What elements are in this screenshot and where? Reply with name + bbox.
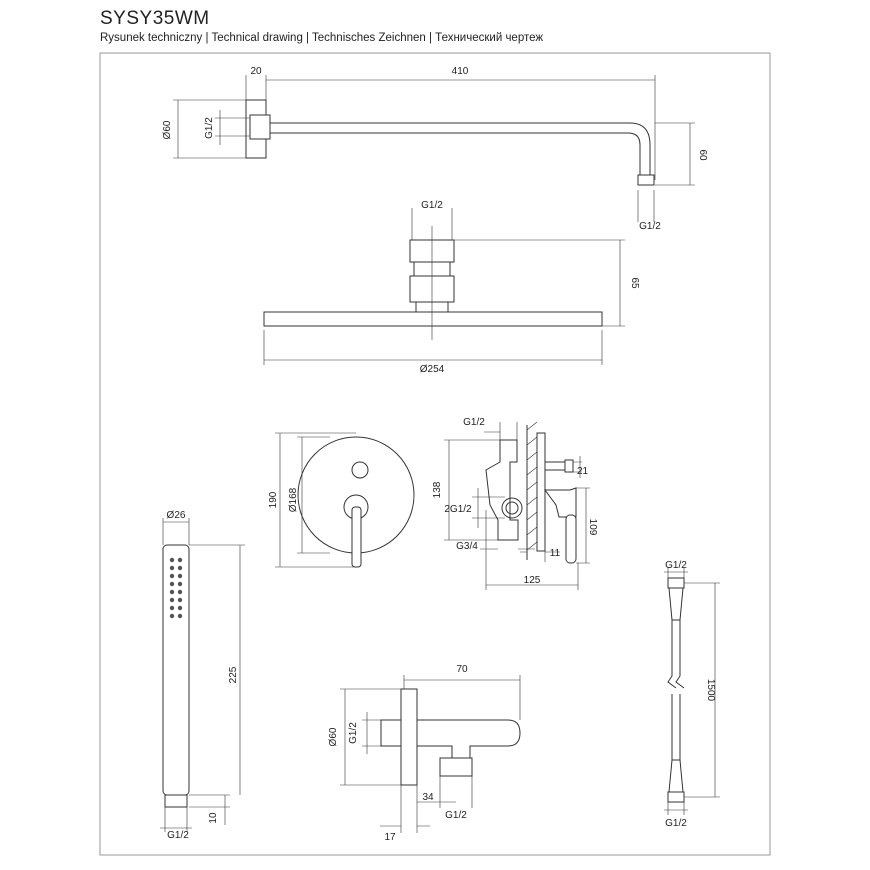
dim-head-height: 65 <box>629 277 640 289</box>
dim-outlet-outlet: G1/2 <box>445 810 467 821</box>
head-shower: G1/2 65 Ø254 <box>263 200 640 375</box>
dim-plate-diameter: Ø168 <box>288 487 299 512</box>
drawing-subtitle: Rysunek techniczny | Technical drawing |… <box>100 32 544 44</box>
drawing-frame <box>99 52 771 856</box>
wall-outlet: 70 Ø60 G1/2 34 17 G1/2 <box>328 664 521 843</box>
dim-valve-handle: 109 <box>587 519 598 536</box>
dim-arm-depth: 20 <box>250 66 262 77</box>
dim-plate-height: 190 <box>268 491 279 508</box>
dim-outlet-plate: Ø60 <box>328 727 339 746</box>
cover-plate: 190 Ø168 <box>268 432 415 568</box>
dim-hose-top: G1/2 <box>665 560 687 571</box>
dim-hand-thread: G1/2 <box>167 830 189 841</box>
dim-outlet-thread: G1/2 <box>348 722 359 744</box>
dim-arm-length: 410 <box>452 66 469 77</box>
shower-arm: 20 410 Ø60 G1/2 60 G1/2 <box>162 66 708 232</box>
dim-arm-drop: 60 <box>697 149 708 161</box>
dim-hose-bottom: G1/2 <box>665 818 687 829</box>
dim-valve-top: G1/2 <box>463 417 485 428</box>
product-code: SYSY35WM <box>100 8 210 29</box>
dim-arm-outlet: G1/2 <box>639 221 661 232</box>
dim-outlet-offset: 34 <box>422 792 434 803</box>
dim-hose-length: 1500 <box>705 679 716 702</box>
dim-valve-height: 138 <box>432 481 443 498</box>
dim-valve-inlet: G3/4 <box>456 541 478 552</box>
dim-head-thread: G1/2 <box>421 200 443 211</box>
dim-arm-thread: G1/2 <box>204 117 215 139</box>
dim-outlet-length: 70 <box>456 664 468 675</box>
shower-hose: G1/2 1500 G1/2 <box>664 560 720 829</box>
dim-hand-length: 225 <box>228 666 239 683</box>
dim-valve-depth: 125 <box>524 575 541 586</box>
dim-head-diameter: Ø254 <box>420 364 445 375</box>
dim-hand-end: 10 <box>208 812 219 824</box>
dim-hand-diameter: Ø26 <box>167 510 186 521</box>
dim-valve-outlets: 2G1/2 <box>444 504 472 515</box>
dim-outlet-depth: 17 <box>384 832 396 843</box>
dim-valve-spout: 21 <box>577 466 589 477</box>
dim-arm-plate: Ø60 <box>162 120 173 139</box>
concealed-valve: G1/2 138 21 2G1/2 109 G3/4 11 125 <box>432 417 598 590</box>
dim-valve-gap: 11 <box>550 548 561 559</box>
hand-shower: Ø26 225 10 G1/2 <box>160 510 245 841</box>
